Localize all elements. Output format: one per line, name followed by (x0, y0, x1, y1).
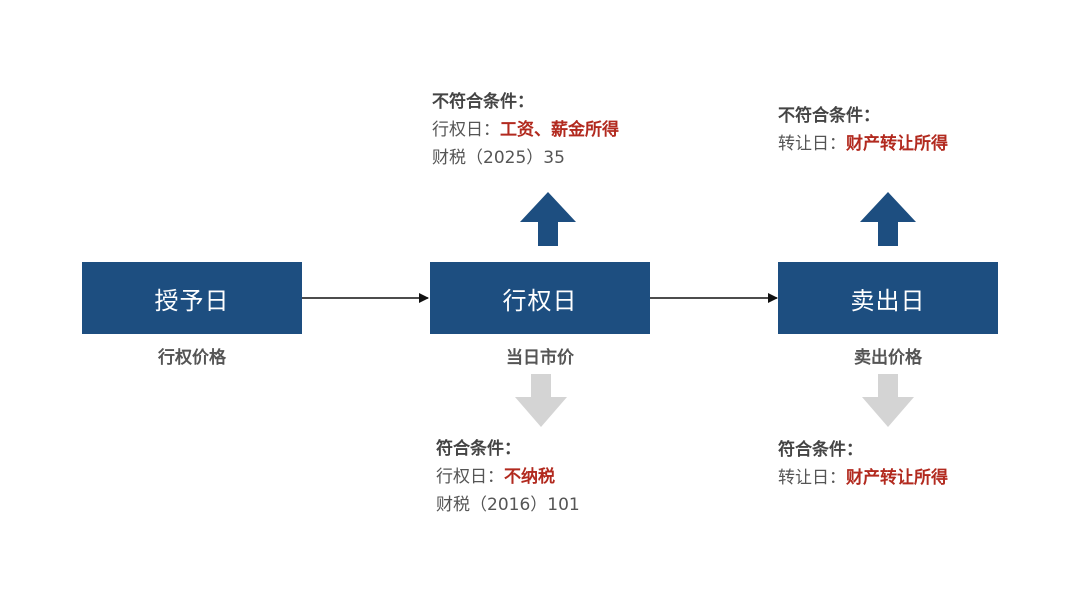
exercise-compliant-prefix: 行权日： (436, 467, 504, 487)
sale-compliant-note: 符合条件： 转让日：财产转让所得 (778, 436, 948, 492)
sale-date-box: 卖出日 (778, 262, 998, 334)
sale-noncompliant-title: 不符合条件： (778, 106, 880, 126)
up-arrow-exercise (520, 192, 576, 246)
sale-noncompliant-value: 财产转让所得 (846, 134, 948, 154)
sale-compliant-line: 转让日：财产转让所得 (778, 464, 948, 492)
up-arrow-sale (860, 192, 916, 246)
exercise-noncompliant-note: 不符合条件： 行权日：工资、薪金所得 财税（2025）35 (432, 88, 619, 172)
exercise-compliant-value: 不纳税 (504, 467, 555, 487)
sale-date-label: 卖出日 (850, 286, 926, 315)
exercise-noncompliant-line: 行权日：工资、薪金所得 (432, 116, 619, 144)
sale-compliant-prefix: 转让日： (778, 468, 846, 488)
grant-date-caption: 行权价格 (158, 348, 226, 368)
sale-compliant-value: 财产转让所得 (846, 468, 948, 488)
exercise-compliant-note: 符合条件： 行权日：不纳税 财税（2016）101 (436, 435, 580, 519)
sale-noncompliant-note: 不符合条件： 转让日：财产转让所得 (778, 102, 948, 158)
exercise-noncompliant-prefix: 行权日： (432, 120, 500, 140)
sale-noncompliant-prefix: 转让日： (778, 134, 846, 154)
sale-compliant-title: 符合条件： (778, 440, 863, 460)
down-arrow-exercise (515, 374, 567, 427)
exercise-compliant-ref: 财税（2016）101 (436, 495, 580, 515)
down-arrow-sale (862, 374, 914, 427)
exercise-date-label: 行权日 (502, 286, 578, 315)
exercise-noncompliant-value: 工资、薪金所得 (500, 120, 619, 140)
exercise-date-caption: 当日市价 (506, 348, 574, 368)
grant-date-box: 授予日 (82, 262, 302, 334)
exercise-date-box: 行权日 (430, 262, 650, 334)
exercise-noncompliant-ref: 财税（2025）35 (432, 148, 565, 168)
sale-noncompliant-line: 转让日：财产转让所得 (778, 130, 948, 158)
sale-date-caption: 卖出价格 (854, 348, 922, 368)
exercise-compliant-line: 行权日：不纳税 (436, 463, 580, 491)
exercise-noncompliant-title: 不符合条件： (432, 92, 534, 112)
exercise-compliant-title: 符合条件： (436, 439, 521, 459)
grant-date-label: 授予日 (154, 286, 230, 315)
